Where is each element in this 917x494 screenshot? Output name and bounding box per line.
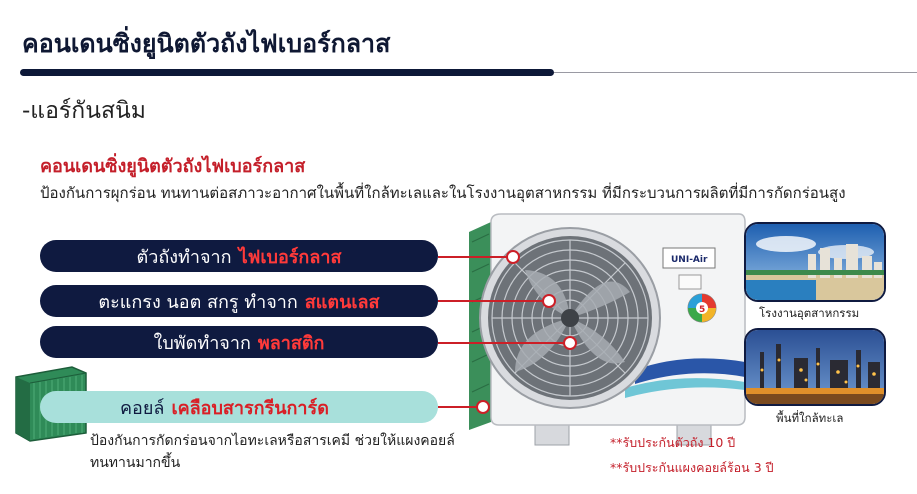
callout-dot [542, 294, 556, 308]
leader-line [438, 256, 508, 258]
feature-highlight: เคลือบสารกรีนการ์ด [171, 397, 329, 419]
section-description: ป้องกันการผุกร่อน ทนทานต่อสภาวะอากาศในพื… [40, 184, 846, 202]
page-subtitle: -แอร์กันสนิม [22, 98, 146, 124]
feature-highlight: พลาสติก [257, 332, 325, 354]
feature-pill-grille: ตะแกรง นอต สกรู ทำจาก สแตนเลส [40, 285, 438, 317]
leader-line [438, 406, 478, 408]
feature-label: ใบพัดทำจาก [153, 332, 251, 354]
photo-caption-coastal: พื้นที่ใกล้ทะเล [776, 411, 844, 425]
feature-pill-body: ตัวถังทำจาก ไฟเบอร์กลาส [40, 240, 438, 272]
leader-line [438, 342, 564, 344]
callout-dot [476, 400, 490, 414]
warranty-note-coil: **รับประกันแผงคอยล์ร้อน 3 ปี [610, 460, 774, 475]
refinery-night-photo [744, 328, 886, 406]
coastal-city-photo [744, 222, 886, 302]
page-title: คอนเดนซิ่งยูนิตตัวถังไฟเบอร์กลาส [22, 29, 391, 58]
feature-highlight: ไฟเบอร์กลาส [238, 246, 342, 268]
energy-rating-badge: 5 [699, 305, 705, 315]
feature-highlight: สแตนเลส [304, 291, 380, 313]
callout-dot [563, 336, 577, 350]
feature-label: ตะแกรง นอต สกรู ทำจาก [98, 291, 298, 313]
condensing-unit-image: UNI-Air 5 [469, 213, 746, 446]
feature-pill-coil: คอยล์ เคลือบสารกรีนการ์ด [40, 391, 438, 423]
brand-label: UNI-Air [671, 255, 708, 265]
feature-pill-fan-blade: ใบพัดทำจาก พลาสติก [40, 326, 438, 358]
title-underline [20, 69, 554, 76]
callout-dot [506, 250, 520, 264]
section-heading: คอนเดนซิ่งยูนิตตัวถังไฟเบอร์กลาส [40, 156, 306, 177]
feature-label: คอยล์ [120, 397, 165, 419]
coil-description: ป้องกันการกัดกร่อนจากไอทะเลหรือสารเคมี ช… [90, 433, 455, 471]
title-divider [554, 72, 917, 73]
feature-label: ตัวถังทำจาก [136, 246, 232, 268]
leader-line [438, 300, 542, 302]
warranty-note-body: **รับประกันตัวถัง 10 ปี [610, 435, 736, 450]
photo-caption-industrial: โรงงานอุตสาหกรรม [759, 306, 860, 320]
